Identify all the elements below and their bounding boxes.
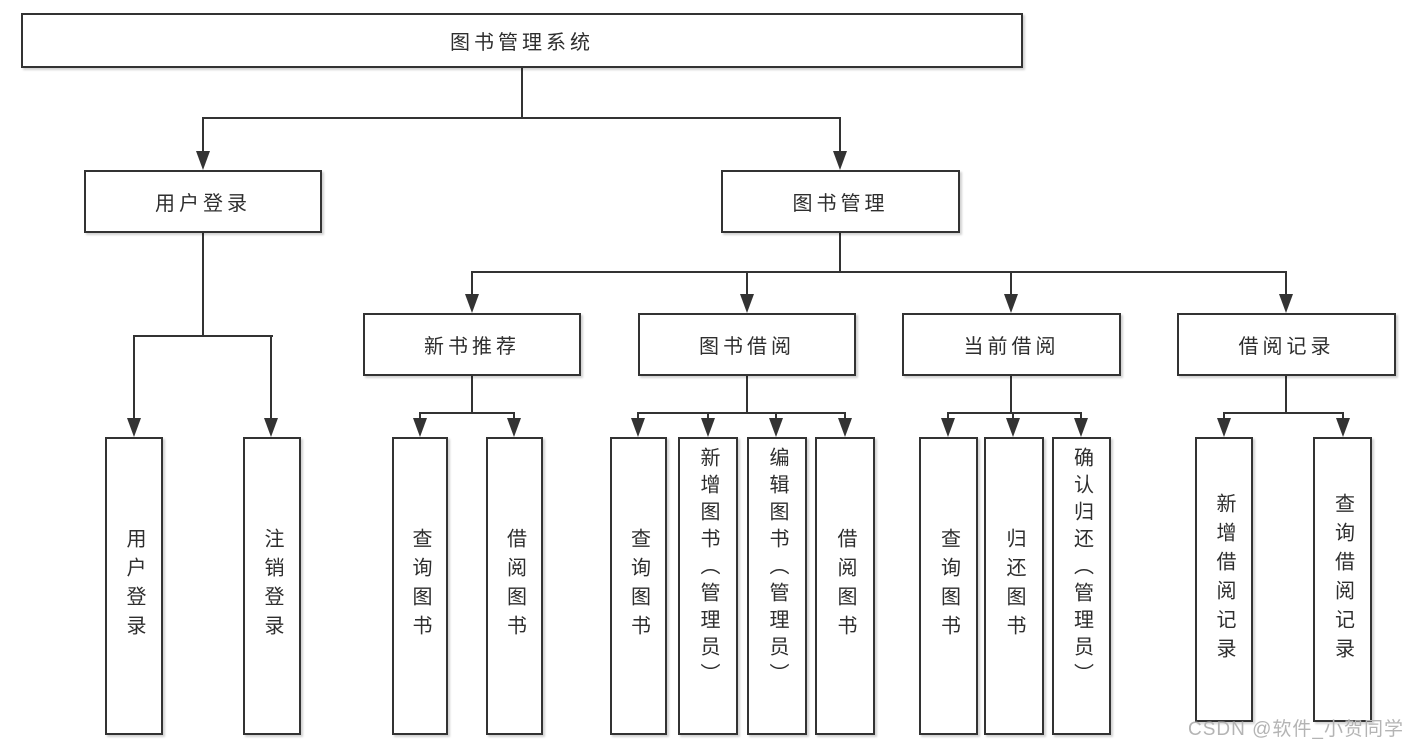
arrowhead-icon xyxy=(769,418,783,437)
arrowhead-icon xyxy=(507,418,521,437)
node-root: 图书管理系统 xyxy=(21,13,1023,68)
arrowhead-icon xyxy=(1217,418,1231,437)
connector-g1-stem xyxy=(471,376,473,414)
connector-book-mgmt-stem xyxy=(839,233,841,273)
connector-g1-branch xyxy=(419,412,515,414)
node-book-management-label: 图书管理 xyxy=(792,193,889,215)
connector-root-stem xyxy=(521,68,523,118)
node-new-book-recommend: 新书推荐 xyxy=(363,313,581,376)
connector-drop-user-login xyxy=(202,117,204,153)
arrowhead-icon xyxy=(1279,294,1293,313)
leaf-return-books: 归还图书 xyxy=(984,437,1044,735)
connector-drop-leaf-login xyxy=(133,335,135,420)
connector-g3-drop3 xyxy=(1080,412,1082,420)
node-book-management: 图书管理 xyxy=(721,170,960,233)
node-user-login: 用户登录 xyxy=(84,170,322,233)
node-new-book-recommend-label: 新书推荐 xyxy=(424,336,520,358)
connector-user-login-branch xyxy=(133,335,273,337)
csdn-watermark: CSDN @软件_小贺同学 xyxy=(1188,719,1404,740)
leaf-add-borrow-record: 新增借阅记录 xyxy=(1195,437,1253,722)
leaf-borrow-books: 借阅图书 xyxy=(815,437,875,735)
arrowhead-icon xyxy=(413,418,427,437)
connector-book-mgmt-branch xyxy=(471,271,1287,273)
connector-g3-drop2 xyxy=(1012,412,1014,420)
node-borrow-records: 借阅记录 xyxy=(1177,313,1396,376)
connector-drop-leaf-logout xyxy=(270,335,272,420)
connector-drop-book-management xyxy=(839,117,841,153)
connector-g4-branch xyxy=(1223,412,1344,414)
node-root-label: 图书管理系统 xyxy=(450,32,594,54)
leaf-confirm-return-admin: 确认归还（管理员） xyxy=(1052,437,1111,735)
connector-g2-drop2 xyxy=(707,412,709,420)
leaf-logout: 注销登录 xyxy=(243,437,301,735)
connector-user-login-stem xyxy=(202,233,204,337)
leaf-user-login: 用户登录 xyxy=(105,437,163,735)
leaf-add-books-admin: 新增图书（管理员） xyxy=(678,437,738,735)
arrowhead-icon xyxy=(833,151,847,170)
arrowhead-icon xyxy=(465,294,479,313)
connector-g2-drop1 xyxy=(637,412,639,420)
arrowhead-icon xyxy=(1006,418,1020,437)
connector-drop-new-book xyxy=(471,271,473,296)
connector-g3-branch xyxy=(947,412,1082,414)
arrowhead-icon xyxy=(264,418,278,437)
leaf-query-books-current: 查询图书 xyxy=(919,437,978,735)
connector-g3-stem xyxy=(1010,376,1012,414)
leaf-borrow-books-recommend: 借阅图书 xyxy=(486,437,543,735)
arrowhead-icon xyxy=(1074,418,1088,437)
connector-g2-branch xyxy=(637,412,846,414)
connector-g2-stem xyxy=(746,376,748,414)
connector-g1-drop2 xyxy=(513,412,515,420)
connector-g4-stem xyxy=(1285,376,1287,414)
arrowhead-icon xyxy=(740,294,754,313)
arrowhead-icon xyxy=(1004,294,1018,313)
arrowhead-icon xyxy=(631,418,645,437)
arrowhead-icon xyxy=(701,418,715,437)
leaf-query-books-recommend: 查询图书 xyxy=(392,437,448,735)
node-user-login-label: 用户登录 xyxy=(155,193,251,215)
leaf-query-books-borrow: 查询图书 xyxy=(610,437,667,735)
node-current-borrow-label: 当前借阅 xyxy=(963,336,1060,358)
node-book-borrow-label: 图书借阅 xyxy=(699,336,795,358)
arrowhead-icon xyxy=(838,418,852,437)
connector-root-branch xyxy=(202,117,841,119)
connector-g2-drop4 xyxy=(844,412,846,420)
connector-drop-book-borrow xyxy=(746,271,748,296)
leaf-query-borrow-record: 查询借阅记录 xyxy=(1313,437,1372,722)
connector-g4-drop1 xyxy=(1223,412,1225,420)
connector-drop-current-borrow xyxy=(1010,271,1012,296)
arrowhead-icon xyxy=(941,418,955,437)
leaf-edit-books-admin: 编辑图书（管理员） xyxy=(747,437,807,735)
node-current-borrow: 当前借阅 xyxy=(902,313,1121,376)
arrowhead-icon xyxy=(1336,418,1350,437)
arrowhead-icon xyxy=(196,151,210,170)
connector-drop-borrow-records xyxy=(1285,271,1287,296)
arrowhead-icon xyxy=(127,418,141,437)
connector-g3-drop1 xyxy=(947,412,949,420)
connector-g4-drop2 xyxy=(1342,412,1344,420)
node-book-borrow: 图书借阅 xyxy=(638,313,856,376)
connector-g1-drop1 xyxy=(419,412,421,420)
node-borrow-records-label: 借阅记录 xyxy=(1238,336,1335,358)
connector-g2-drop3 xyxy=(775,412,777,420)
